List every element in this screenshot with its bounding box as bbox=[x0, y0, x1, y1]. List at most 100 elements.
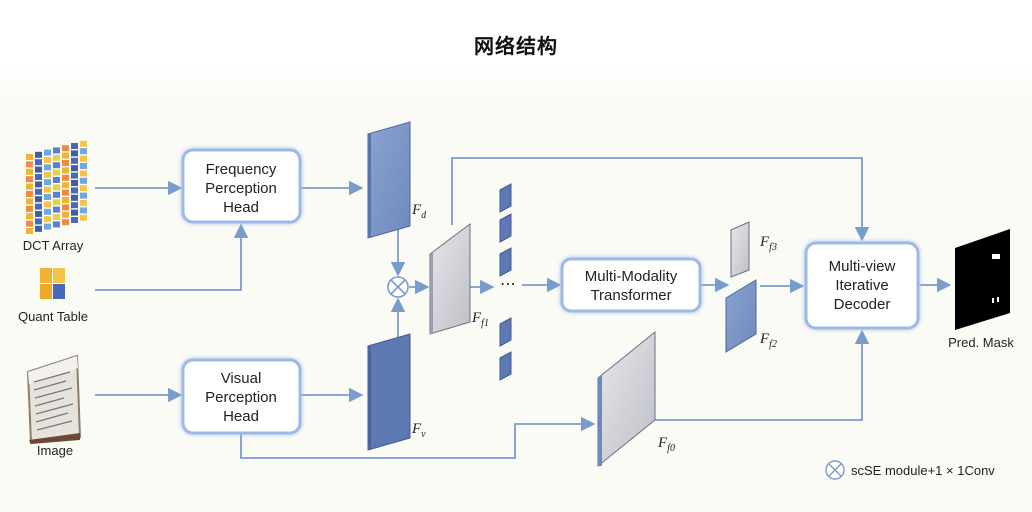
dct-cell bbox=[35, 203, 42, 210]
dct-cell bbox=[62, 197, 69, 203]
dct-cell bbox=[71, 209, 78, 216]
dct-cell bbox=[62, 174, 69, 181]
quant-table-icon bbox=[40, 268, 65, 299]
dct-cell bbox=[44, 208, 51, 215]
label-fv: Fv bbox=[411, 421, 426, 440]
dct-cell bbox=[71, 217, 78, 223]
dct-cell bbox=[26, 228, 33, 234]
feature-map-ff0 bbox=[597, 330, 656, 468]
dct-cell bbox=[80, 140, 87, 147]
dct-cell bbox=[62, 182, 69, 189]
frequency-perception-head: Frequency Perception Head bbox=[181, 148, 302, 224]
image-label: Image bbox=[37, 443, 73, 458]
dct-cell bbox=[44, 157, 51, 163]
dct-cell bbox=[80, 207, 87, 214]
dct-cell bbox=[35, 196, 42, 203]
dct-cell bbox=[44, 171, 51, 178]
dct-cell bbox=[80, 177, 87, 184]
token-block bbox=[499, 317, 512, 347]
dct-cell bbox=[44, 164, 51, 171]
dct-cell bbox=[26, 198, 33, 205]
feature-map-fd bbox=[367, 121, 411, 239]
dct-cell bbox=[80, 155, 87, 162]
label-ff2: Ff2 bbox=[759, 331, 777, 350]
dct-cell bbox=[71, 187, 78, 194]
dct-cell bbox=[44, 149, 51, 156]
dct-cell bbox=[71, 202, 78, 209]
visual-head-line-2: Perception bbox=[205, 389, 277, 406]
token-block bbox=[499, 183, 512, 213]
dct-cell bbox=[35, 225, 42, 232]
dct-cell bbox=[80, 163, 87, 169]
dct-cell bbox=[71, 157, 78, 164]
feature-map-ff2 bbox=[725, 279, 757, 353]
pred-mask-label: Pred. Mask bbox=[948, 335, 1014, 350]
dct-cell bbox=[80, 185, 87, 192]
dct-cell bbox=[35, 174, 42, 180]
legend: scSE module+1 × 1Conv bbox=[825, 460, 995, 480]
dct-cell bbox=[53, 147, 60, 154]
dct-cell bbox=[44, 201, 51, 208]
visual-head-line-3: Head bbox=[223, 408, 259, 425]
dct-cell bbox=[62, 145, 69, 152]
dct-cell bbox=[44, 216, 51, 223]
feature-map-ff3 bbox=[730, 221, 750, 278]
dct-cell bbox=[71, 150, 78, 157]
dct-cell bbox=[53, 199, 60, 206]
dct-array-label: DCT Array bbox=[23, 238, 84, 253]
freq-head-line-2: Perception bbox=[205, 180, 277, 197]
dct-cell bbox=[53, 154, 60, 161]
dct-cell bbox=[71, 165, 78, 172]
dct-cell bbox=[44, 223, 51, 230]
arrow-visual-head-to-ff0 bbox=[240, 416, 596, 459]
arrow-ff0-to-decoder bbox=[655, 329, 870, 421]
dct-cell bbox=[80, 170, 87, 177]
arrow-ff1-skip-to-decoder bbox=[451, 157, 870, 242]
dct-cell bbox=[62, 189, 69, 196]
dct-cell bbox=[62, 219, 69, 226]
dct-cell bbox=[35, 218, 42, 225]
dct-array-icon bbox=[26, 140, 87, 234]
dct-cell bbox=[53, 206, 60, 213]
dct-cell bbox=[44, 186, 51, 193]
token-ellipsis: ⋯ bbox=[500, 274, 516, 293]
dct-cell bbox=[53, 184, 60, 191]
dct-cell bbox=[35, 211, 42, 217]
label-ff1: Ff1 bbox=[471, 310, 489, 329]
decoder-line-2: Iterative bbox=[835, 277, 888, 294]
dct-cell bbox=[44, 194, 51, 200]
dct-cell bbox=[35, 166, 42, 173]
token-block bbox=[499, 213, 512, 243]
dct-cell bbox=[53, 169, 60, 176]
freq-head-line-1: Frequency bbox=[206, 161, 277, 178]
label-ff0: Ff0 bbox=[657, 435, 675, 454]
token-block bbox=[499, 247, 512, 277]
dct-cell bbox=[62, 204, 69, 211]
dct-cell bbox=[53, 214, 60, 220]
quant-table-label: Quant Table bbox=[18, 309, 88, 324]
dct-cell bbox=[35, 151, 42, 158]
multi-modality-transformer: Multi-Modality Transformer bbox=[560, 257, 702, 313]
arrow-quant-to-freq-head bbox=[95, 223, 249, 291]
dct-cell bbox=[62, 167, 69, 174]
dct-cell bbox=[26, 183, 33, 190]
token-stack bbox=[499, 183, 512, 381]
legend-fusion-icon bbox=[825, 460, 845, 480]
label-ff3: Ff3 bbox=[759, 234, 777, 253]
dct-cell bbox=[26, 220, 33, 227]
dct-cell bbox=[26, 191, 33, 197]
feature-map-fv bbox=[367, 333, 411, 451]
dct-cell bbox=[71, 143, 78, 149]
dct-cell bbox=[44, 179, 51, 186]
dct-cell bbox=[71, 180, 78, 186]
dct-cell bbox=[35, 188, 42, 195]
dct-cell bbox=[35, 181, 42, 188]
page-title: 网络结构 bbox=[474, 36, 558, 58]
dct-cell bbox=[26, 205, 33, 212]
dct-cell bbox=[80, 148, 87, 155]
dct-cell bbox=[62, 211, 69, 218]
token-block bbox=[499, 351, 512, 381]
dct-cell bbox=[80, 214, 87, 221]
